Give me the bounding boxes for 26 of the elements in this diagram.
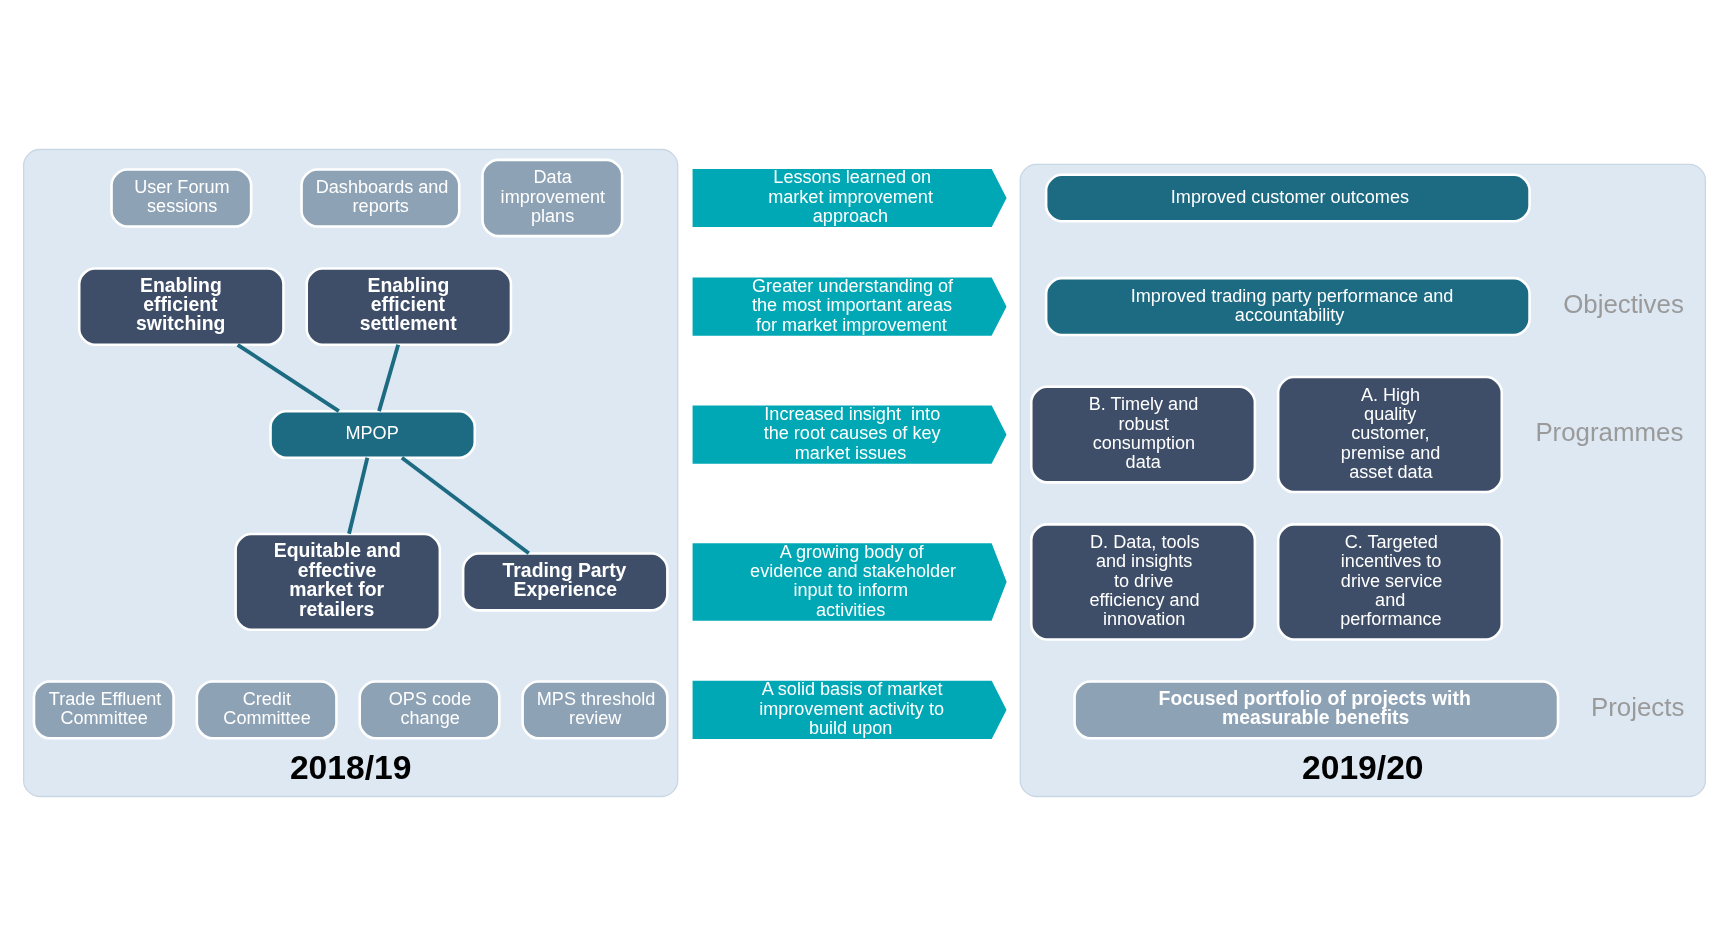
node-box: OPS code change — [358, 679, 501, 740]
node-box: Equitable and effective market for retailers — [234, 532, 442, 631]
node-box: A. High quality customer, premise and asset data — [1276, 375, 1504, 493]
node-box: Data improvement plans — [481, 158, 624, 237]
node-box: Credit Committee — [195, 679, 338, 740]
node-box: Enabling efficient settlement — [305, 266, 513, 346]
label: Programmes — [1535, 417, 1684, 446]
connector — [347, 456, 370, 534]
connector — [400, 455, 530, 555]
label: Projects — [1590, 692, 1685, 721]
node-box: Improved customer outcomes — [1044, 172, 1531, 223]
node-box: Focused portfolio of projects with measurable benefits — [1073, 679, 1560, 740]
node-box: Trading Party Experience — [461, 551, 669, 612]
node-box: Dashboards and reports — [300, 167, 461, 228]
node-box: C. Targeted incentives to drive service and performance — [1276, 522, 1504, 641]
node-box: D. Data, tools and insights to drive efficiency and innovation — [1029, 522, 1257, 641]
node-box: User Forum sessions — [110, 167, 253, 228]
node-box: Improved trading party performance and accountability — [1044, 276, 1531, 336]
node-box: MPOP — [269, 409, 477, 459]
node-box: MPS threshold review — [521, 679, 669, 740]
label: Objectives — [1563, 289, 1684, 318]
connector — [236, 342, 340, 413]
node-box: Trade Effluent Committee — [32, 679, 175, 740]
node-box: B. Timely and robust consumption data — [1029, 384, 1257, 484]
connector — [377, 343, 401, 412]
node-box: Enabling efficient switching — [77, 266, 285, 346]
